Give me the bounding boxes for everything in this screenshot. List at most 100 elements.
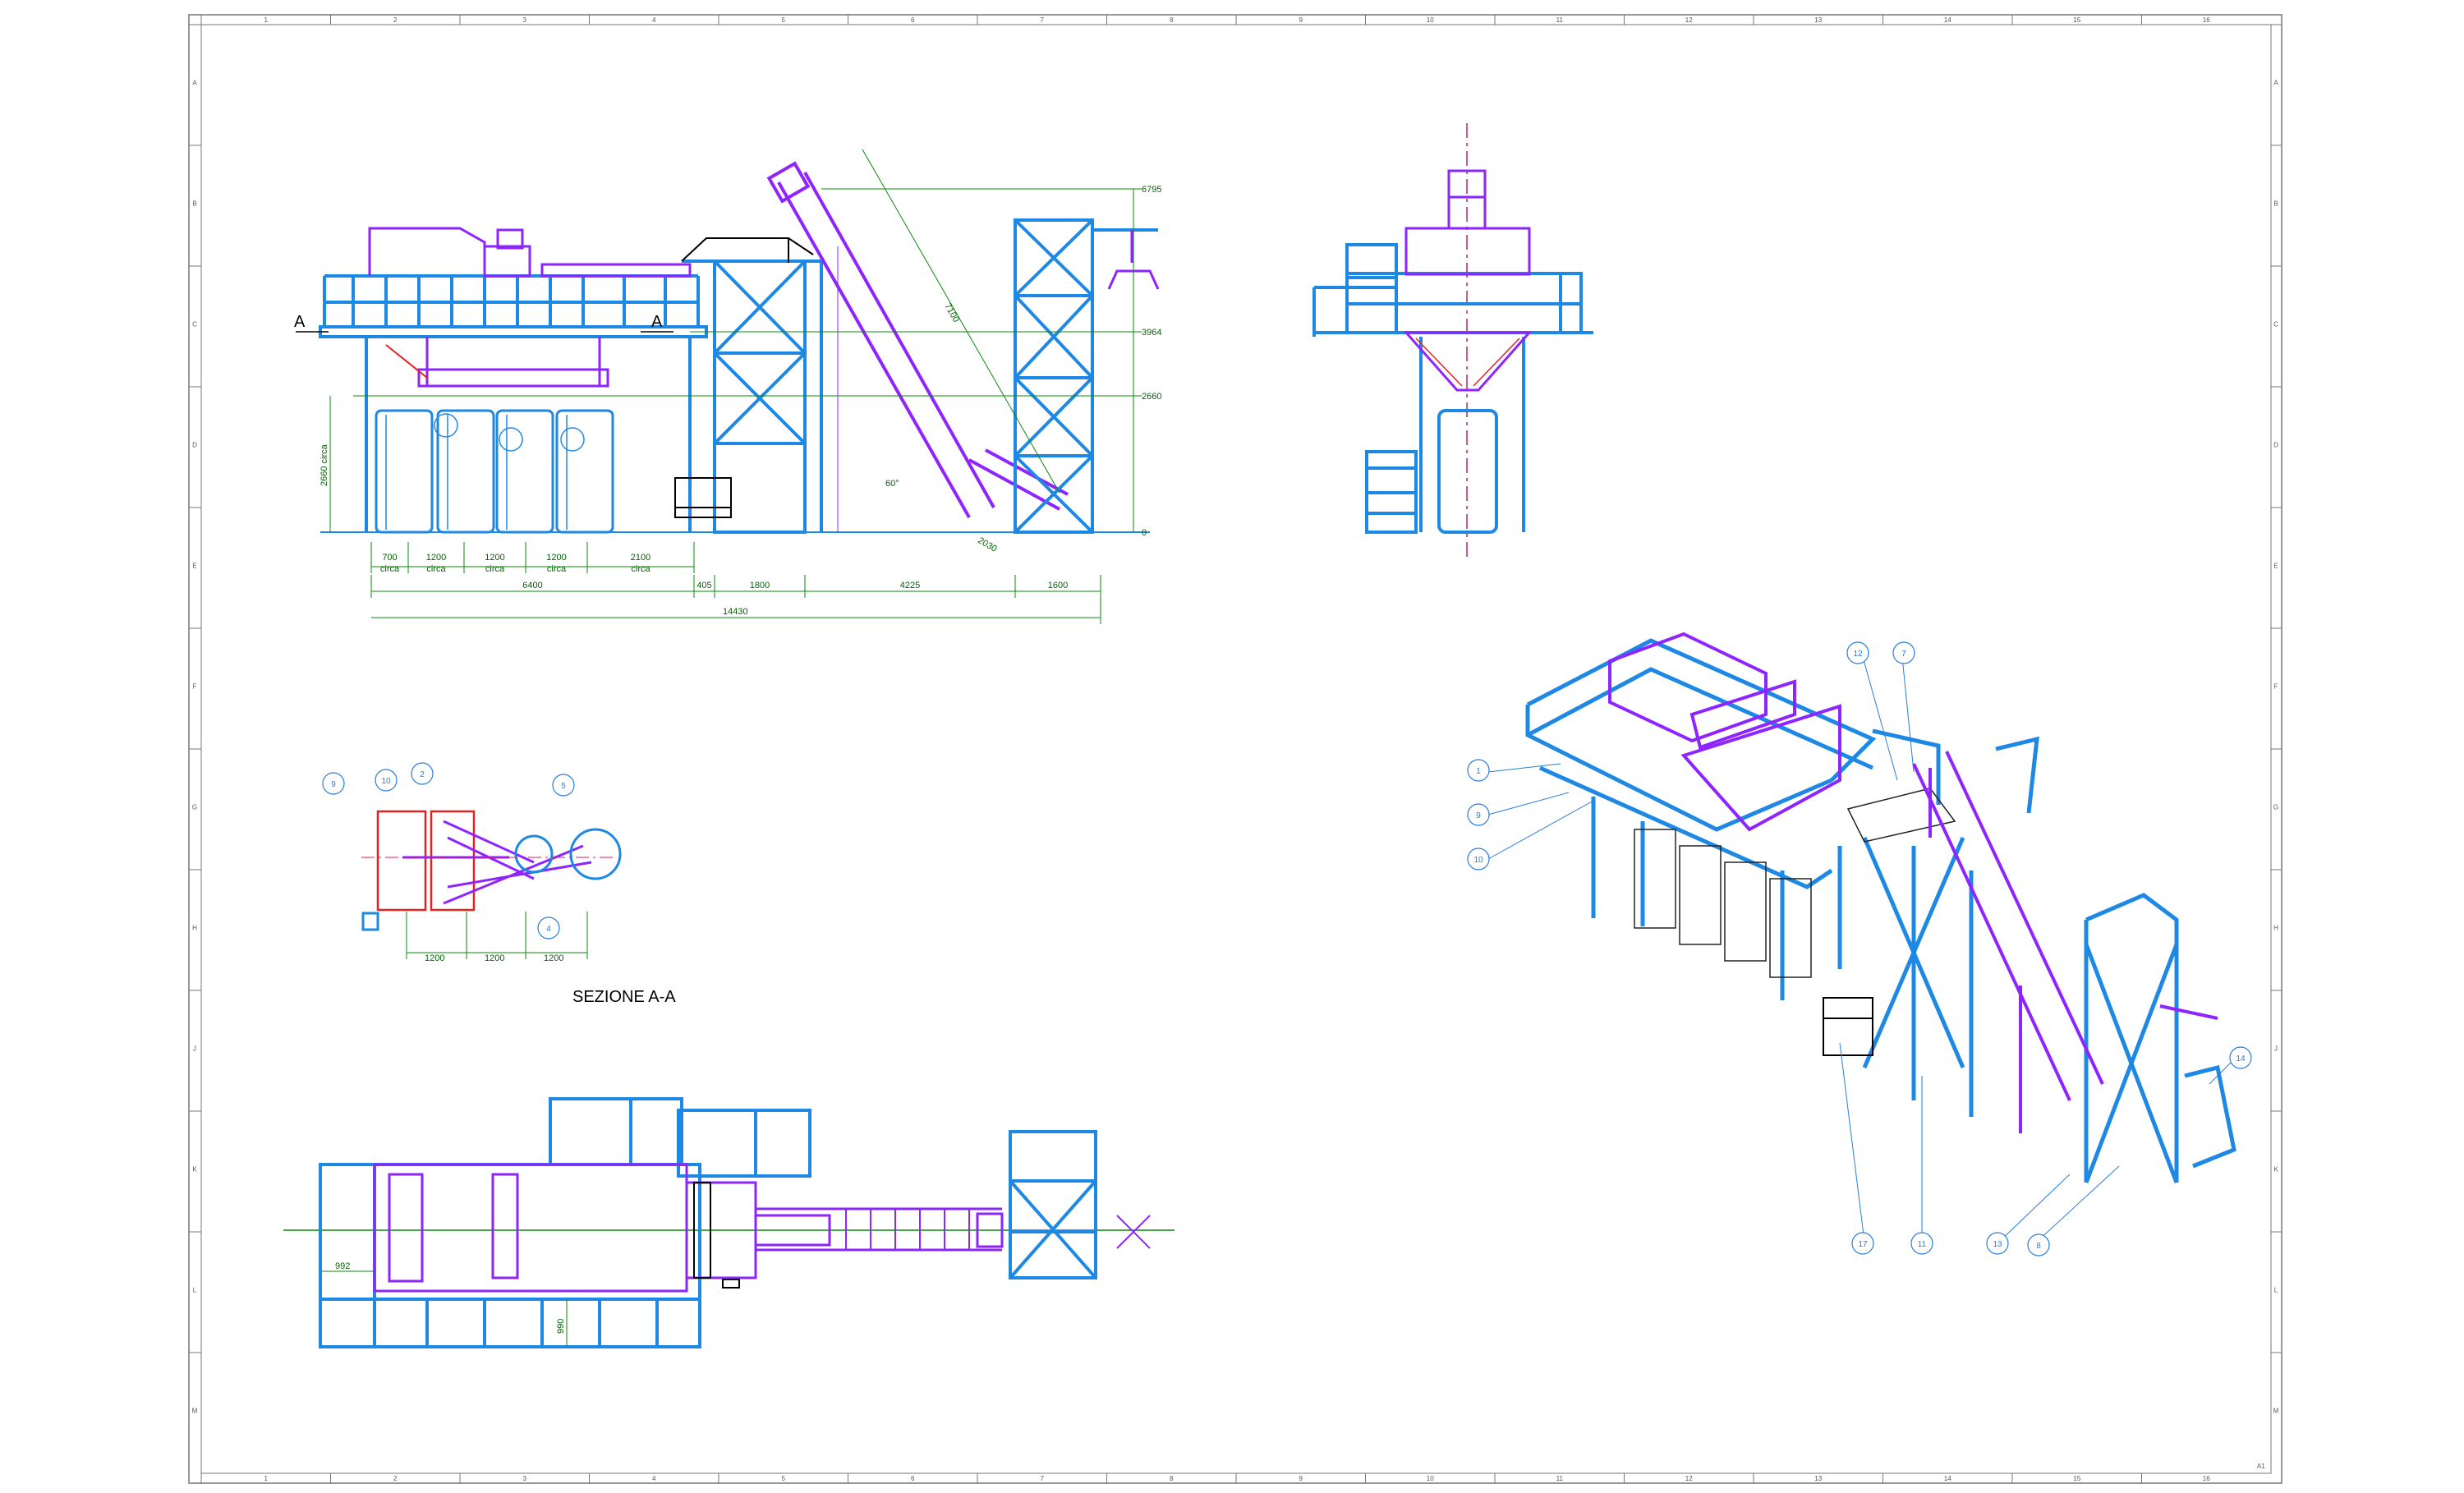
- frame-row-label: K: [2273, 1166, 2278, 1174]
- frame-column-label: 11: [1556, 1475, 1564, 1482]
- frame-row-label: A: [2273, 80, 2278, 87]
- frame-row-label: B: [192, 200, 196, 208]
- frame-row-label: L: [193, 1287, 197, 1294]
- frame-column-label: 10: [1427, 16, 1434, 24]
- frame-row-label: L: [2274, 1287, 2278, 1294]
- callout-bubble: [537, 916, 560, 939]
- dimension-note: circa: [547, 564, 567, 574]
- right-support-tower: [1014, 218, 1158, 534]
- frame-row-label: C: [192, 321, 197, 328]
- callout-number: 13: [1993, 1240, 2002, 1249]
- feed-tower: [682, 260, 823, 534]
- frame-column-label: 2: [393, 1475, 398, 1482]
- frame-column-label: 12: [1685, 1475, 1693, 1482]
- frame-row-label: D: [192, 442, 197, 449]
- frame-column-label: 7: [1041, 1475, 1045, 1482]
- callout-number: 2: [420, 770, 425, 779]
- frame-row-label: B: [2273, 200, 2278, 208]
- frame-column-label: 1: [264, 1475, 269, 1482]
- frame-row-label: C: [2273, 321, 2278, 328]
- dimension-value: 6400: [522, 581, 542, 590]
- section-dim: 1200: [485, 953, 504, 963]
- callout-number: 9: [1476, 811, 1481, 820]
- frame-row-label: M: [2273, 1408, 2279, 1415]
- frame-column-label: 7: [1041, 16, 1045, 24]
- callout-number: 8: [2036, 1242, 2041, 1251]
- big-bags: [375, 409, 614, 534]
- callout-number: 9: [331, 780, 336, 789]
- dimension-note: circa: [485, 564, 505, 574]
- level-label: 6795: [1142, 185, 1161, 195]
- level-label: 2660: [1142, 392, 1161, 402]
- callout-bubble: [411, 762, 434, 785]
- side-elevation-view: [1312, 123, 1593, 558]
- dimension-note: circa: [426, 564, 446, 574]
- frame-column-label: 5: [782, 1475, 786, 1482]
- vertical-height-label: 2660 circa: [319, 443, 329, 486]
- dimension-row-1: 700circa1200circa1200circa1200circa2100c…: [370, 542, 695, 574]
- frame-column-label: 16: [2203, 1475, 2210, 1482]
- level-label: 3964: [1142, 328, 1161, 338]
- frame-column-label: 11: [1556, 16, 1564, 24]
- frame-row-label: G: [192, 804, 197, 811]
- frame-row-label: K: [192, 1166, 197, 1174]
- frame-column-label: 1: [264, 16, 269, 24]
- frame-column-label: 16: [2203, 16, 2210, 24]
- frame-row-label: J: [193, 1045, 196, 1053]
- plan-dim: 990: [556, 1319, 566, 1334]
- frame-row-label: J: [2274, 1045, 2278, 1053]
- frame-column-label: 14: [1944, 1475, 1951, 1482]
- dimension-value: 1200: [546, 553, 566, 563]
- callout-bubble: [1846, 641, 1869, 664]
- callout-bubble: [1467, 803, 1490, 826]
- frame-column-label: 3: [523, 1475, 527, 1482]
- dimension-value: 1200: [485, 553, 504, 563]
- dimension-value: 1200: [426, 553, 446, 563]
- frame-column-label: 13: [1814, 1475, 1822, 1482]
- callout-bubble: [322, 772, 345, 795]
- frame-column-label: 12: [1685, 16, 1693, 24]
- frame-column-label: 4: [652, 16, 656, 24]
- callout-number: 11: [1918, 1240, 1927, 1249]
- section-mark-left: A: [294, 313, 306, 331]
- callout-bubble: [1986, 1232, 2009, 1255]
- plan-view: 992 990: [283, 1097, 1175, 1348]
- dimension-value: 2100: [631, 553, 650, 563]
- section-title: SEZIONE A-A: [572, 988, 676, 1006]
- frame-column-label: 9: [1299, 16, 1303, 24]
- frame-column-label: 2: [393, 16, 398, 24]
- dimension-note: circa: [631, 564, 650, 574]
- dimension-value: 405: [696, 581, 711, 590]
- callout-number: 4: [546, 925, 551, 934]
- callout-number: 10: [381, 777, 391, 786]
- section-callouts: 9 10 2 5 4: [322, 762, 575, 939]
- dimension-value: 700: [382, 553, 397, 563]
- callout-bubble: [1467, 848, 1490, 871]
- conveyor-angle-label: 60°: [885, 479, 899, 489]
- frame-row-label: D: [2273, 442, 2278, 449]
- level-label: 0: [1142, 528, 1147, 538]
- dimension-value: 4225: [900, 581, 920, 590]
- plan-dim: 992: [335, 1261, 350, 1271]
- frame-column-label: 6: [911, 1475, 915, 1482]
- frame-row-label: H: [2273, 925, 2278, 932]
- sheet-size-label: A1: [2257, 1463, 2265, 1470]
- upper-platform: [319, 274, 708, 532]
- callout-bubble: [1851, 1232, 1874, 1255]
- dimension-value: 1800: [750, 581, 770, 590]
- callout-bubble: [2027, 1233, 2050, 1256]
- frame-column-label: 8: [1170, 1475, 1174, 1482]
- callout-number: 5: [561, 782, 566, 791]
- frame-column-label: 13: [1814, 16, 1822, 24]
- callout-number: 12: [1853, 650, 1863, 659]
- frame-column-label: 10: [1427, 1475, 1434, 1482]
- frame-row-label: A: [192, 80, 197, 87]
- frame-row-label: F: [2274, 683, 2278, 691]
- conveyor-length-label: 7100: [942, 302, 961, 324]
- frame-column-label: 3: [523, 16, 527, 24]
